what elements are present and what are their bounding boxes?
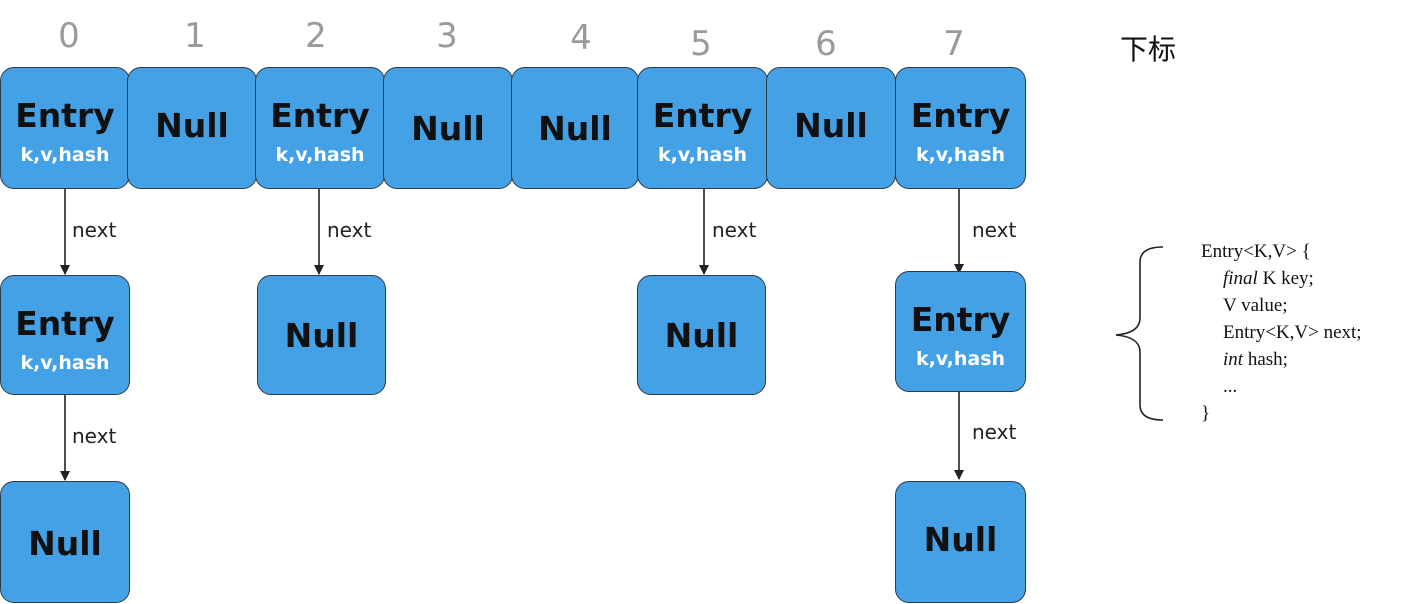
curly-brace bbox=[1115, 246, 1164, 421]
code-line: } bbox=[1201, 403, 1211, 424]
chain-0-null: Null bbox=[0, 481, 130, 603]
index-label-2: 2 bbox=[305, 16, 327, 56]
bucket-7-entry: Entry k,v,hash bbox=[895, 67, 1026, 189]
null-title: Null bbox=[284, 316, 359, 355]
entry-fields: k,v,hash bbox=[915, 348, 1006, 370]
keyword: final bbox=[1223, 268, 1258, 289]
index-label-5: 5 bbox=[690, 24, 712, 64]
next-label: next bbox=[972, 218, 1017, 242]
next-label: next bbox=[972, 420, 1017, 444]
code-line: ... bbox=[1223, 376, 1238, 397]
bucket-0-entry: Entry k,v,hash bbox=[0, 67, 130, 189]
entry-title: Entry bbox=[15, 304, 115, 343]
next-label: next bbox=[712, 218, 757, 242]
index-label-0: 0 bbox=[58, 16, 80, 56]
bucket-4-null: Null bbox=[511, 67, 639, 189]
index-label-4: 4 bbox=[570, 18, 592, 58]
next-label: next bbox=[327, 218, 372, 242]
index-legend-label: 下标 bbox=[1120, 33, 1177, 66]
null-title: Null bbox=[155, 106, 229, 145]
index-label-7: 7 bbox=[943, 24, 965, 64]
entry-title: Entry bbox=[270, 96, 370, 135]
next-label: next bbox=[72, 424, 117, 448]
entry-title: Entry bbox=[15, 96, 115, 135]
null-title: Null bbox=[664, 316, 739, 355]
chain-7-null: Null bbox=[895, 481, 1026, 603]
code-text: hash; bbox=[1243, 349, 1288, 370]
next-label: next bbox=[72, 218, 117, 242]
bucket-5-entry: Entry k,v,hash bbox=[637, 67, 768, 189]
code-line: int hash; bbox=[1201, 346, 1362, 373]
entry-title: Entry bbox=[910, 300, 1011, 339]
code-text: K key; bbox=[1257, 268, 1314, 289]
entry-fields: k,v,hash bbox=[20, 144, 110, 166]
entry-fields: k,v,hash bbox=[275, 144, 365, 166]
entry-fields: k,v,hash bbox=[915, 144, 1006, 166]
chain-5-null: Null bbox=[637, 275, 766, 395]
index-label-3: 3 bbox=[436, 16, 458, 56]
code-line: V value; bbox=[1223, 295, 1288, 316]
entry-fields: k,v,hash bbox=[20, 352, 110, 374]
index-label-1: 1 bbox=[184, 16, 206, 56]
bucket-1-null: Null bbox=[127, 67, 257, 189]
null-title: Null bbox=[794, 106, 868, 145]
chain-0-entry: Entry k,v,hash bbox=[0, 275, 130, 395]
code-line: Entry<K,V> next; bbox=[1223, 322, 1362, 343]
keyword: int bbox=[1223, 349, 1244, 370]
bucket-6-null: Null bbox=[766, 67, 896, 189]
null-title: Null bbox=[923, 520, 998, 559]
bucket-2-entry: Entry k,v,hash bbox=[255, 67, 385, 189]
entry-class-code: Entry<K,V> { final K key; V value; Entry… bbox=[1201, 238, 1362, 427]
chain-7-entry: Entry k,v,hash bbox=[895, 271, 1026, 392]
chain-2-null: Null bbox=[257, 275, 386, 395]
bucket-3-null: Null bbox=[383, 67, 513, 189]
index-label-6: 6 bbox=[815, 24, 837, 64]
entry-fields: k,v,hash bbox=[657, 144, 748, 166]
null-title: Null bbox=[538, 109, 612, 148]
entry-title: Entry bbox=[652, 96, 753, 135]
code-line: final K key; bbox=[1201, 265, 1362, 292]
entry-title: Entry bbox=[910, 96, 1011, 135]
null-title: Null bbox=[411, 109, 485, 148]
null-title: Null bbox=[28, 524, 102, 563]
code-line: Entry<K,V> { bbox=[1201, 241, 1311, 262]
